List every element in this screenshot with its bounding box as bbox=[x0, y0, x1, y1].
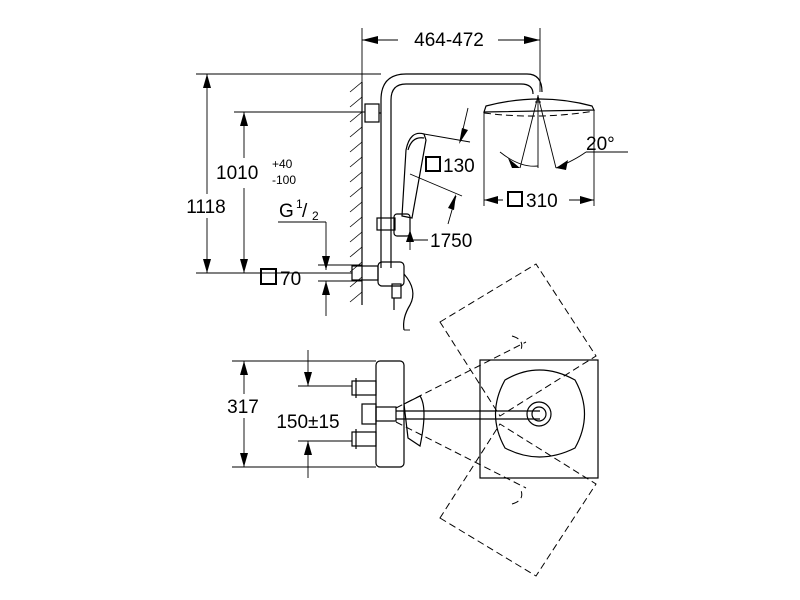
mixer-plan bbox=[351, 360, 405, 468]
total-height-label: 1118 bbox=[186, 197, 225, 218]
outlet-tolerance-minus: -100 bbox=[272, 173, 296, 187]
hand-shower-size-dimension: 130 bbox=[409, 107, 475, 225]
outlet-height-dimension: 1010 +40 -100 bbox=[214, 111, 365, 273]
hose-length-label: 1750 bbox=[430, 231, 472, 252]
escutcheon-dimension: 70 bbox=[260, 264, 362, 316]
outlet-tolerance-plus: +40 bbox=[272, 157, 293, 171]
outlet-height-label: 1010 bbox=[216, 163, 258, 184]
head-size-dimension: 310 bbox=[483, 110, 595, 212]
side-elevation: 464-472 20° 310 bbox=[176, 28, 628, 331]
inlet-spacing-dimension: 150±15 bbox=[276, 350, 352, 478]
plan-depth-label: 317 bbox=[227, 397, 259, 418]
hand-shower-plan bbox=[403, 395, 425, 447]
plan-view: 317 150±15 bbox=[218, 263, 599, 577]
thread-numerator: 1 bbox=[296, 197, 303, 211]
arm-plan bbox=[396, 410, 540, 420]
arm-reach-label: 464-472 bbox=[414, 30, 484, 51]
square-symbol bbox=[425, 156, 441, 172]
inlet-spacing-label: 150±15 bbox=[276, 412, 339, 433]
hand-shower-size-label: 130 bbox=[443, 156, 475, 177]
square-symbol bbox=[507, 191, 523, 207]
swivel-range bbox=[395, 263, 597, 577]
thread-g-label: G bbox=[279, 201, 294, 222]
thread-denominator: 2 bbox=[312, 209, 319, 223]
hose-length-dimension: 1750 bbox=[406, 225, 472, 252]
wall-hatching bbox=[349, 81, 363, 303]
plan-depth-dimension: 317 bbox=[218, 360, 376, 468]
head-shower-plan bbox=[479, 359, 599, 479]
total-height-dimension: 1118 bbox=[176, 73, 381, 274]
head-size-label: 310 bbox=[526, 191, 558, 212]
arm-reach-dimension: 464-472 bbox=[361, 28, 541, 92]
square-symbol bbox=[260, 268, 277, 285]
hand-shower-side bbox=[401, 132, 427, 219]
thread-fraction-slash: / bbox=[302, 201, 308, 222]
spray-angle-dimension: 20° bbox=[499, 95, 628, 170]
thread-spec: G 1 / 2 bbox=[278, 197, 330, 270]
thermostat-mixer-side bbox=[351, 261, 414, 331]
angle-label: 20° bbox=[586, 134, 615, 155]
escutcheon-label: 70 bbox=[280, 269, 301, 290]
wall bbox=[349, 81, 363, 305]
